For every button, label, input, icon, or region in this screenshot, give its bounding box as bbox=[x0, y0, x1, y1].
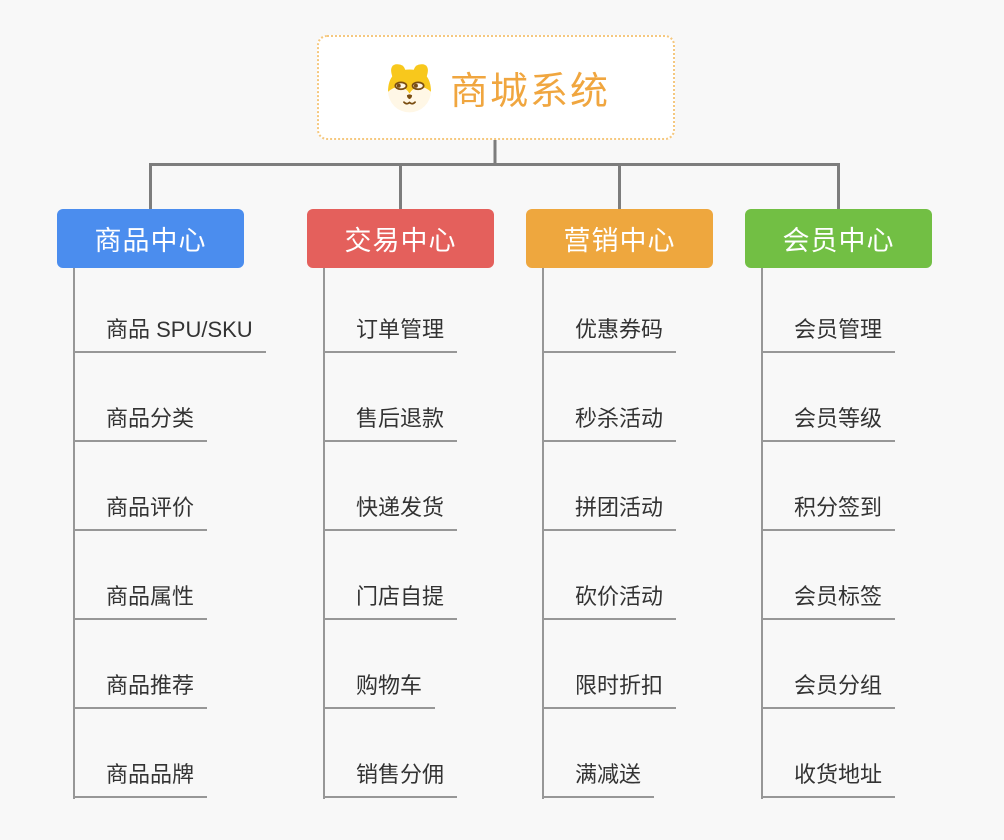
leaf-node[interactable]: 商品品牌 bbox=[57, 709, 244, 798]
leaf-node[interactable]: 售后退款 bbox=[307, 353, 494, 442]
leaf-label: 快递发货 bbox=[323, 490, 458, 531]
dog-face-icon bbox=[388, 64, 431, 113]
leaf-node[interactable]: 会员等级 bbox=[745, 353, 932, 442]
branch-node-trade-center[interactable]: 交易中心 bbox=[307, 209, 494, 268]
leaf-node[interactable]: 收货地址 bbox=[745, 709, 932, 798]
branch-label: 营销中心 bbox=[563, 226, 676, 256]
leaf-node[interactable]: 门店自提 bbox=[307, 531, 494, 620]
leaf-label: 限时折扣 bbox=[542, 668, 677, 709]
leaf-node[interactable]: 快递发货 bbox=[307, 442, 494, 531]
leaf-node[interactable]: 销售分佣 bbox=[307, 709, 494, 798]
branch-member-center: 会员中心 会员管理 会员等级 积分签到 会员标签 会员分组 收货地址 bbox=[745, 209, 932, 799]
leaf-node[interactable]: 商品属性 bbox=[57, 531, 244, 620]
leaf-label: 会员标签 bbox=[761, 579, 896, 620]
branch-marketing-center: 营销中心 优惠券码 秒杀活动 拼团活动 砍价活动 限时折扣 满减送 bbox=[526, 209, 713, 799]
branch-label: 会员中心 bbox=[782, 226, 895, 256]
branch-node-marketing-center[interactable]: 营销中心 bbox=[526, 209, 713, 268]
leaf-label: 商品推荐 bbox=[73, 668, 208, 709]
leaf-label: 满减送 bbox=[542, 757, 655, 798]
branch-items-trade: 订单管理 售后退款 快递发货 门店自提 购物车 销售分佣 bbox=[307, 268, 494, 799]
leaf-node[interactable]: 会员分组 bbox=[745, 620, 932, 709]
branch-items-marketing: 优惠券码 秒杀活动 拼团活动 砍价活动 限时折扣 满减送 bbox=[526, 268, 713, 799]
leaf-label: 售后退款 bbox=[323, 401, 458, 442]
branch-node-member-center[interactable]: 会员中心 bbox=[745, 209, 932, 268]
leaf-node[interactable]: 会员管理 bbox=[745, 268, 932, 353]
branch-label: 商品中心 bbox=[94, 226, 207, 256]
leaf-label: 商品属性 bbox=[73, 579, 208, 620]
leaf-label: 销售分佣 bbox=[323, 757, 458, 798]
leaf-label: 商品分类 bbox=[73, 401, 208, 442]
leaf-node[interactable]: 商品 SPU/SKU bbox=[57, 268, 266, 353]
leaf-label: 拼团活动 bbox=[542, 490, 677, 531]
leaf-node[interactable]: 商品推荐 bbox=[57, 620, 244, 709]
leaf-label: 砍价活动 bbox=[542, 579, 677, 620]
leaf-node[interactable]: 秒杀活动 bbox=[526, 353, 713, 442]
leaf-node[interactable]: 商品评价 bbox=[57, 442, 244, 531]
leaf-label: 购物车 bbox=[323, 668, 436, 709]
leaf-label: 会员分组 bbox=[761, 668, 896, 709]
leaf-label: 秒杀活动 bbox=[542, 401, 677, 442]
leaf-label: 商品 SPU/SKU bbox=[73, 312, 266, 353]
leaf-label: 订单管理 bbox=[323, 312, 458, 353]
leaf-label: 收货地址 bbox=[761, 757, 896, 798]
leaf-node[interactable]: 积分签到 bbox=[745, 442, 932, 531]
leaf-label: 积分签到 bbox=[761, 490, 896, 531]
branch-label: 交易中心 bbox=[344, 226, 457, 256]
leaf-label: 门店自提 bbox=[323, 579, 458, 620]
leaf-label: 商品评价 bbox=[73, 490, 208, 531]
leaf-node[interactable]: 商品分类 bbox=[57, 353, 244, 442]
leaf-label: 商品品牌 bbox=[73, 757, 208, 798]
branch-items-product: 商品 SPU/SKU 商品分类 商品评价 商品属性 商品推荐 商品品牌 bbox=[57, 268, 266, 799]
root-node[interactable]: 商城系统 bbox=[317, 35, 675, 140]
leaf-node[interactable]: 满减送 bbox=[526, 709, 713, 798]
leaf-label: 优惠券码 bbox=[542, 312, 677, 353]
leaf-node[interactable]: 砍价活动 bbox=[526, 531, 713, 620]
leaf-node[interactable]: 会员标签 bbox=[745, 531, 932, 620]
leaf-node[interactable]: 限时折扣 bbox=[526, 620, 713, 709]
leaf-node[interactable]: 优惠券码 bbox=[526, 268, 713, 353]
leaf-node[interactable]: 购物车 bbox=[307, 620, 494, 709]
leaf-label: 会员等级 bbox=[761, 401, 896, 442]
leaf-node[interactable]: 拼团活动 bbox=[526, 442, 713, 531]
leaf-node[interactable]: 订单管理 bbox=[307, 268, 494, 353]
root-title: 商城系统 bbox=[449, 71, 610, 113]
branch-items-member: 会员管理 会员等级 积分签到 会员标签 会员分组 收货地址 bbox=[745, 268, 932, 799]
branch-trade-center: 交易中心 订单管理 售后退款 快递发货 门店自提 购物车 销售分佣 bbox=[307, 209, 494, 799]
branch-product-center: 商品中心 商品 SPU/SKU 商品分类 商品评价 商品属性 商品推荐 商品品牌 bbox=[57, 209, 266, 799]
leaf-label: 会员管理 bbox=[761, 312, 896, 353]
branch-node-product-center[interactable]: 商品中心 bbox=[57, 209, 244, 268]
